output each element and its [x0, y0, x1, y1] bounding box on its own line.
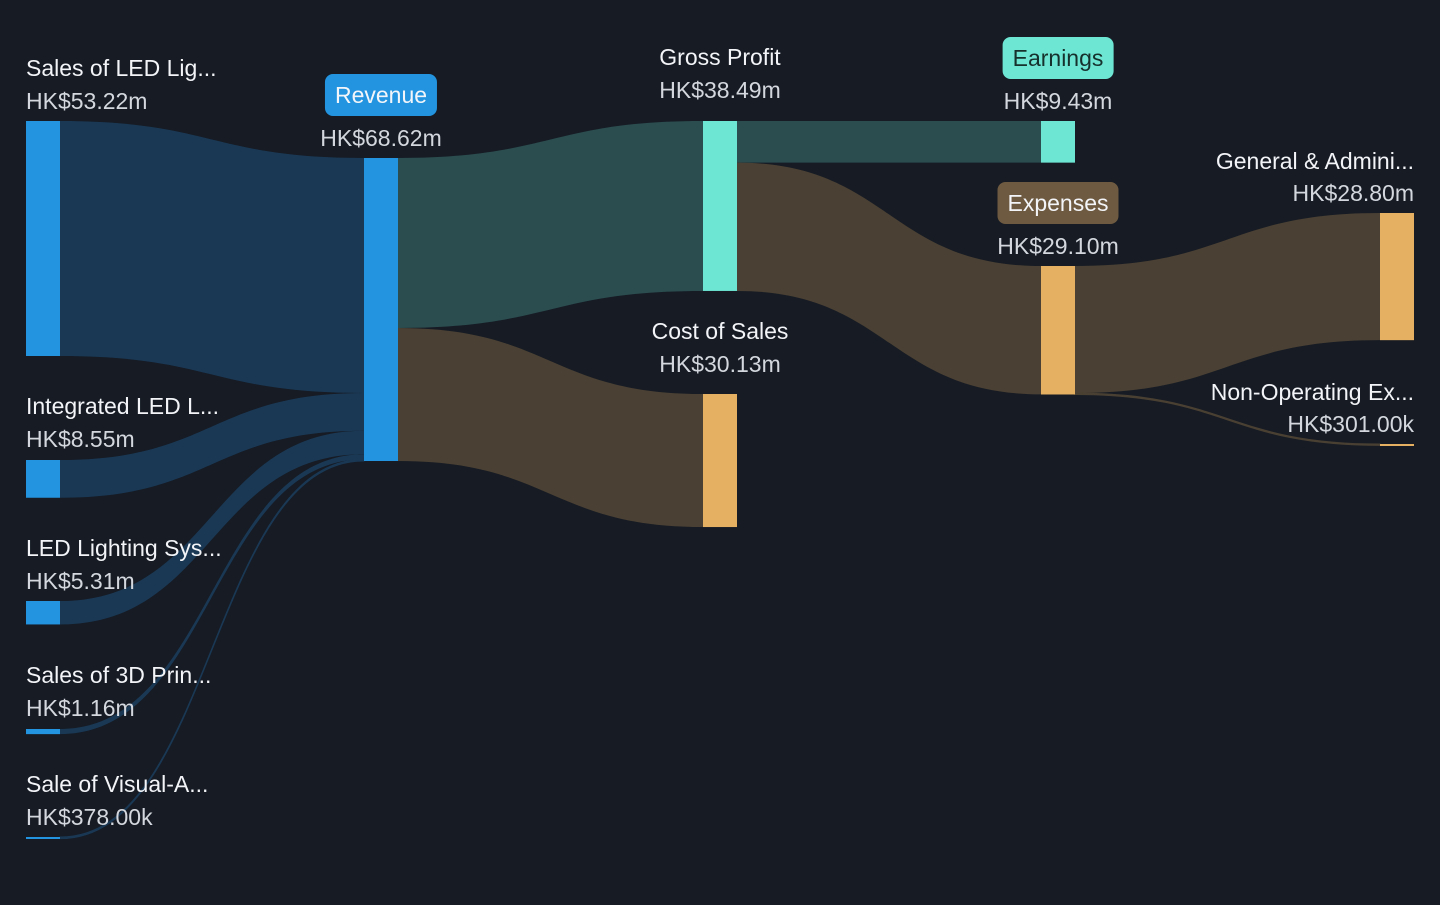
node-value-s3: HK$5.31m	[26, 568, 135, 594]
node-value-s2: HK$8.55m	[26, 426, 135, 452]
node-badge-expenses: Expenses	[997, 182, 1119, 224]
node-value-s5: HK$378.00k	[26, 804, 153, 830]
node-label-s5: Sale of Visual-A...	[26, 771, 209, 797]
link-s4-rev	[60, 454, 364, 735]
node-bar-gp	[703, 121, 737, 291]
node-bar-exp	[1041, 266, 1075, 395]
node-badge-revenue: Revenue	[324, 74, 438, 116]
link-gp-earn	[737, 121, 1041, 163]
link-s2-rev	[60, 392, 364, 498]
node-label-cost-of-sales: Cost of Sales	[651, 318, 789, 344]
link-exp-ga	[1075, 213, 1380, 394]
node-bar-nonop	[1380, 444, 1414, 446]
node-bar-s5	[26, 837, 60, 839]
node-value-non-operating: HK$301.00k	[1287, 411, 1414, 437]
node-badge-earnings: Earnings	[1002, 37, 1114, 79]
node-value-expenses: HK$29.10m	[997, 233, 1119, 259]
node-bar-s2	[26, 460, 60, 498]
node-value-s1: HK$53.22m	[26, 88, 148, 114]
node-label-s2: Integrated LED L...	[26, 393, 220, 419]
node-value-earnings: HK$9.43m	[1003, 88, 1113, 114]
link-s1-rev	[60, 121, 364, 393]
link-gp-exp	[737, 162, 1041, 395]
link-s3-rev	[60, 430, 364, 625]
link-rev-gp	[398, 121, 703, 328]
node-bar-ga	[1380, 213, 1414, 341]
node-value-general-admin: HK$28.80m	[1292, 180, 1414, 206]
node-bar-s4	[26, 729, 60, 735]
link-rev-cos	[398, 327, 703, 528]
node-label-gross-profit: Gross Profit	[659, 44, 781, 70]
node-label-non-operating: Non-Operating Ex...	[1210, 379, 1414, 405]
node-bar-s1	[26, 121, 60, 356]
node-bar-earn	[1041, 121, 1075, 163]
node-value-gross-profit: HK$38.49m	[659, 77, 781, 103]
node-label-s4: Sales of 3D Prin...	[26, 662, 212, 688]
node-bar-rev	[364, 158, 398, 461]
node-label-general-admin: General & Admini...	[1215, 148, 1414, 174]
node-value-cost-of-sales: HK$30.13m	[659, 351, 781, 377]
node-label-s3: LED Lighting Sys...	[26, 535, 222, 561]
node-label-s1: Sales of LED Lig...	[26, 55, 217, 81]
node-bar-s3	[26, 601, 60, 625]
node-value-s4: HK$1.16m	[26, 695, 135, 721]
node-value-revenue: HK$68.62m	[320, 125, 442, 151]
node-bar-cos	[703, 394, 737, 528]
